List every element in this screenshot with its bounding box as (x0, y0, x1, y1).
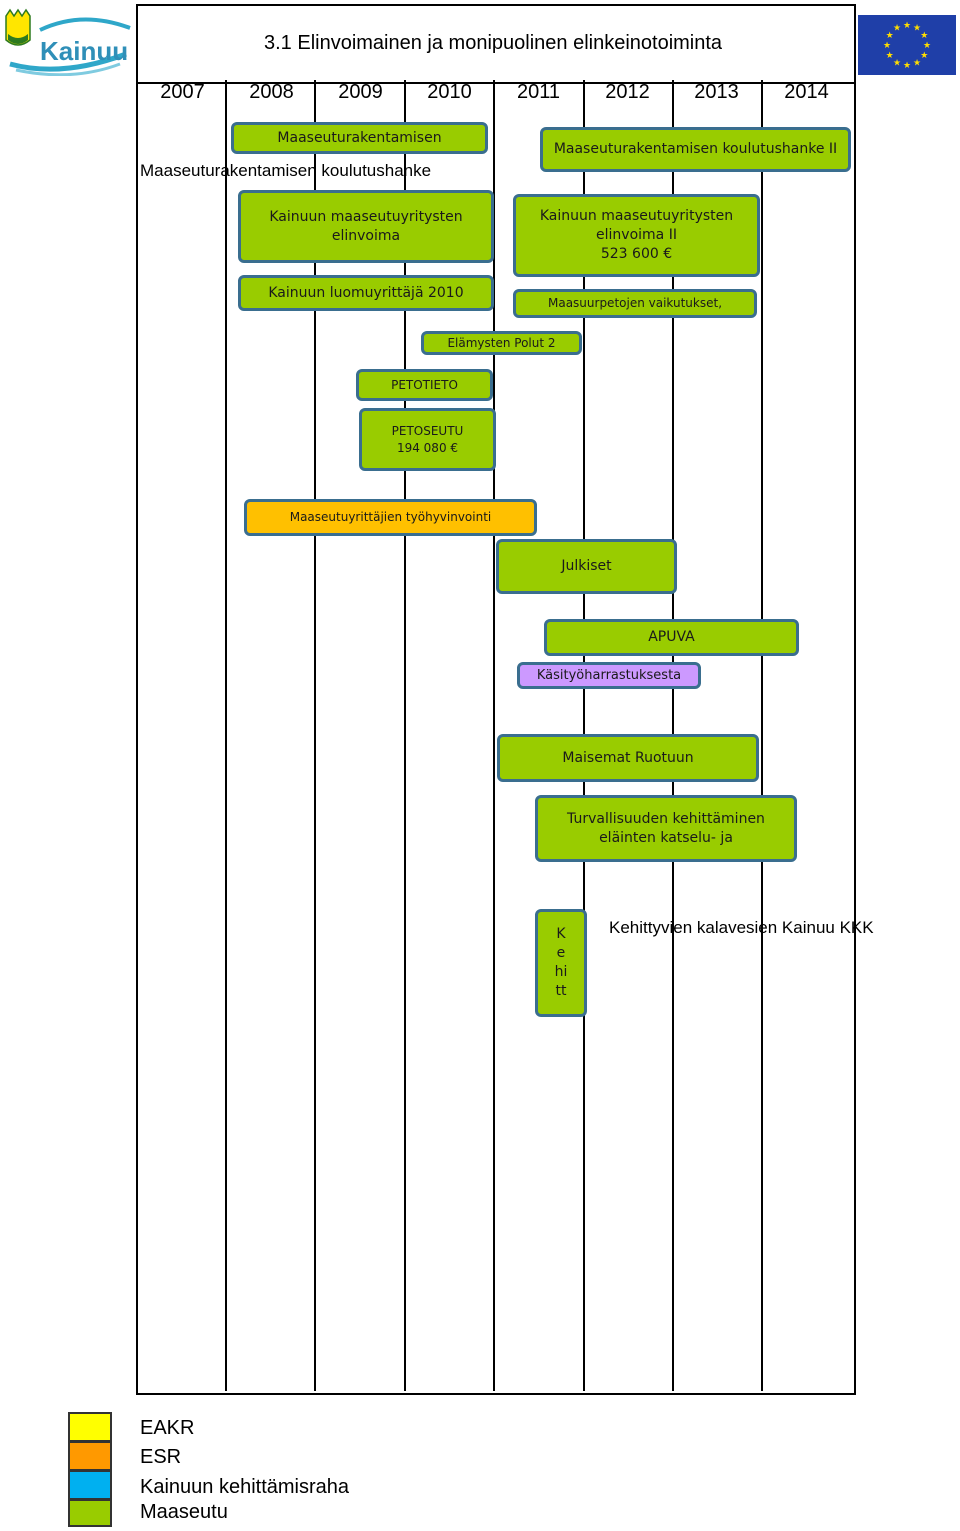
eu-star-icon: ★ (913, 24, 921, 34)
eu-star-icon: ★ (883, 41, 891, 51)
project-label: Julkiset (561, 558, 612, 575)
project-bar: Käsityöharrastuksesta (517, 662, 701, 689)
column-divider (761, 80, 763, 1391)
year-header: 2008 (249, 81, 294, 103)
project-bar: Maaseutuyrittäjien työhyvinvointi (244, 499, 537, 536)
page-title: 3.1 Elinvoimainen ja monipuolinen elinke… (264, 32, 723, 54)
eu-star-icon: ★ (913, 58, 921, 68)
project-label: PETOSEUTU 194 080 € (391, 424, 464, 455)
year-header: 2010 (427, 81, 472, 103)
eu-star-icon: ★ (886, 51, 894, 61)
year-header: 2013 (694, 81, 739, 103)
year-header: 2009 (338, 81, 383, 103)
project-bar: Elämysten Polut 2 (421, 331, 582, 355)
project-label: K e hi tt (554, 926, 568, 999)
eu-star-icon: ★ (893, 24, 901, 34)
project-label: Kainuun maaseutuyritysten elinvoima (269, 208, 463, 244)
eu-star-icon: ★ (923, 41, 931, 51)
project-bar: Maasuurpetojen vaikutukset, (513, 289, 757, 318)
project-label: Käsityöharrastuksesta (536, 667, 682, 683)
logo-wordmark: Kainuu (40, 36, 128, 66)
year-header: 2007 (160, 81, 205, 103)
project-bar: K e hi tt (535, 909, 587, 1017)
project-bar: Maisemat Ruotuun (497, 734, 759, 782)
legend-swatch-maaseutu (68, 1499, 112, 1527)
project-bar: Julkiset (496, 539, 677, 594)
column-divider (404, 80, 406, 1391)
project-bar: Turvallisuuden kehittäminen eläinten kat… (535, 795, 797, 862)
project-label: Maaseuturakentamisen koulutushanke II (553, 141, 838, 158)
eu-star-icon: ★ (893, 58, 901, 68)
legend-swatch-eakr (68, 1412, 112, 1442)
legend-label-kehittamisraha: Kainuun kehittämisraha (140, 1476, 350, 1498)
year-header: 2012 (605, 81, 650, 103)
eu-star-icon: ★ (903, 61, 911, 71)
project-bar: PETOTIETO (356, 369, 493, 401)
project-text: Kehittyvien kalavesien Kainuu KKK (609, 918, 874, 937)
kainuu-logo: Kainuu (2, 6, 134, 77)
project-bar: APUVA (544, 619, 799, 656)
project-label: APUVA (648, 629, 695, 646)
project-label: Turvallisuuden kehittäminen eläinten kat… (567, 810, 765, 846)
project-label: Maasuurpetojen vaikutukset, (547, 296, 723, 311)
project-label: Maaseuturakentamisen (277, 129, 442, 146)
project-bar: Kainuun luomuyrittäjä 2010 (238, 275, 494, 311)
project-label: Elämysten Polut 2 (447, 335, 556, 350)
project-label: PETOTIETO (391, 377, 458, 392)
project-bar: Kainuun maaseutuyritysten elinvoima (238, 190, 494, 263)
header-row: 3.1 Elinvoimainen ja monipuolinen elinke… (138, 6, 854, 84)
eu-star-icon: ★ (903, 21, 911, 31)
column-divider (225, 80, 227, 1391)
timeline-frame: 3.1 Elinvoimainen ja monipuolinen elinke… (136, 4, 856, 1395)
year-header: 2011 (516, 81, 560, 103)
eu-star-icon: ★ (920, 51, 928, 61)
project-label: Maisemat Ruotuun (562, 749, 694, 766)
eu-star-icon: ★ (886, 31, 894, 41)
year-header: 2014 (784, 81, 829, 103)
project-label: Maaseutuyrittäjien työhyvinvointi (289, 510, 492, 525)
project-label: Kainuun luomuyrittäjä 2010 (268, 284, 464, 301)
project-text: Maaseuturakentamisen koulutushanke (140, 161, 432, 180)
project-label: Kainuun maaseutuyritysten elinvoima II 5… (539, 208, 734, 262)
project-bar: Kainuun maaseutuyritysten elinvoima II 5… (513, 194, 760, 277)
legend-swatch-kehittamisraha (68, 1470, 112, 1500)
project-bar: Maaseuturakentamisen (231, 122, 488, 154)
column-divider (314, 80, 316, 1391)
legend-label-maaseutu: Maaseutu (140, 1501, 228, 1523)
eu-star-icon: ★ (920, 31, 928, 41)
legend-label-esr: ESR (140, 1446, 182, 1468)
legend-swatch-esr (68, 1441, 112, 1471)
legend-label-eakr: EAKR (140, 1417, 195, 1439)
project-bar: PETOSEUTU 194 080 € (359, 408, 496, 471)
column-divider (493, 80, 495, 1391)
eu-flag: ★★★★★★★★★★★★ (858, 15, 956, 75)
project-bar: Maaseuturakentamisen koulutushanke II (540, 127, 851, 172)
